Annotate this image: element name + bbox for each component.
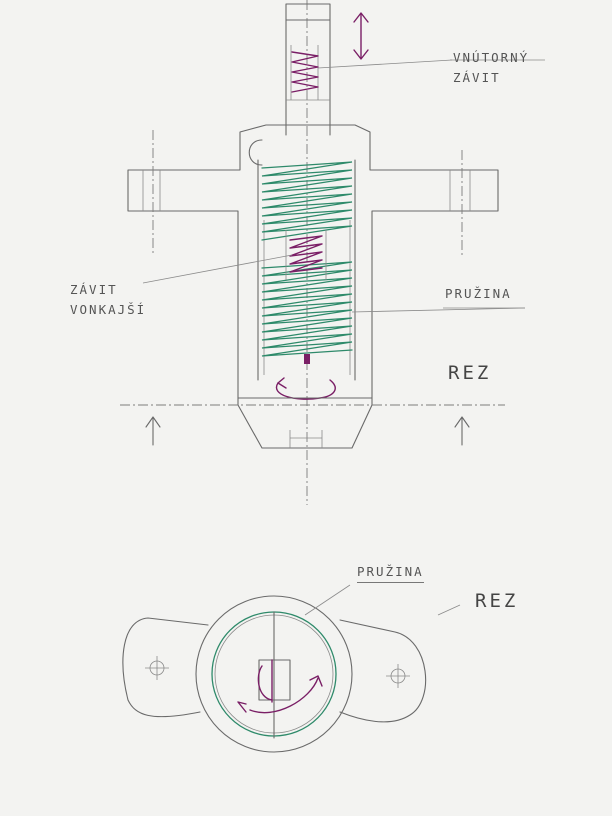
label-spring-top: PRUŽINA [357, 562, 424, 583]
spring-side [261, 161, 353, 357]
nozzle [237, 397, 373, 449]
side-view [120, 0, 545, 505]
label-external-thread-line2: VONKAJŠÍ [70, 302, 147, 317]
label-section-side: REZ [448, 362, 492, 384]
section-arrow-right [454, 416, 470, 446]
label-internal-thread-line2: ZÁVIT [453, 70, 501, 85]
internal-thread [291, 51, 319, 93]
label-external-thread: ZÁVIT VONKAJŠÍ [70, 280, 146, 320]
shaft [285, 3, 331, 136]
label-internal-thread-line1: VNÚTORNÝ [453, 50, 530, 65]
label-section-top: REZ [475, 590, 519, 612]
label-spring-side: PRUŽINA [445, 286, 512, 301]
external-thread [289, 235, 323, 273]
top-view [122, 584, 461, 753]
flange [127, 124, 499, 399]
outer-body [195, 595, 353, 753]
section-arrow-left [145, 416, 161, 446]
label-internal-thread: VNÚTORNÝ ZÁVIT [453, 48, 529, 88]
motion-arrow [353, 12, 369, 60]
label-external-thread-line1: ZÁVIT [70, 282, 118, 297]
